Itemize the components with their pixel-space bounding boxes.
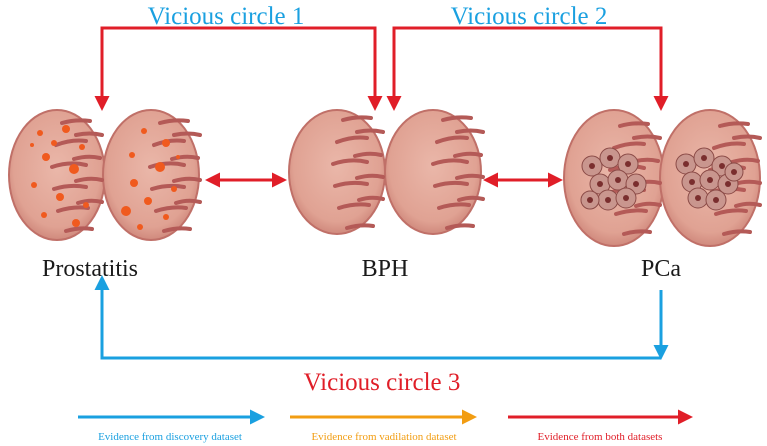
pca-label: PCa bbox=[641, 256, 681, 282]
vicious-circle-2-connector bbox=[386, 26, 669, 111]
vicious-circle-1-connector bbox=[94, 26, 383, 111]
vicious-circle-1-label: Vicious circle 1 bbox=[148, 3, 305, 30]
tumor-cell-cluster-right bbox=[675, 147, 744, 211]
legend-discovery-label: Evidence from discovery dataset bbox=[98, 431, 242, 443]
inflammation-dots bbox=[30, 125, 180, 230]
tumor-cell-cluster-left bbox=[580, 147, 647, 211]
prostatitis-gland bbox=[8, 109, 202, 241]
prostatitis-label: Prostatitis bbox=[42, 256, 138, 282]
vicious-circle-3-connector bbox=[94, 275, 669, 360]
vicious-circle-3-label: Vicious circle 3 bbox=[304, 369, 461, 396]
legend-validation-label: Evidence from vadilation dataset bbox=[311, 431, 456, 443]
bph-gland bbox=[288, 109, 485, 235]
pca-gland bbox=[563, 109, 762, 247]
bph-label: BPH bbox=[362, 256, 409, 282]
legend-both-label: Evidence from both datasets bbox=[538, 431, 663, 443]
legend: Evidence from discovery dataset Evidence… bbox=[78, 409, 693, 443]
vicious-circle-2-label: Vicious circle 2 bbox=[451, 3, 608, 30]
